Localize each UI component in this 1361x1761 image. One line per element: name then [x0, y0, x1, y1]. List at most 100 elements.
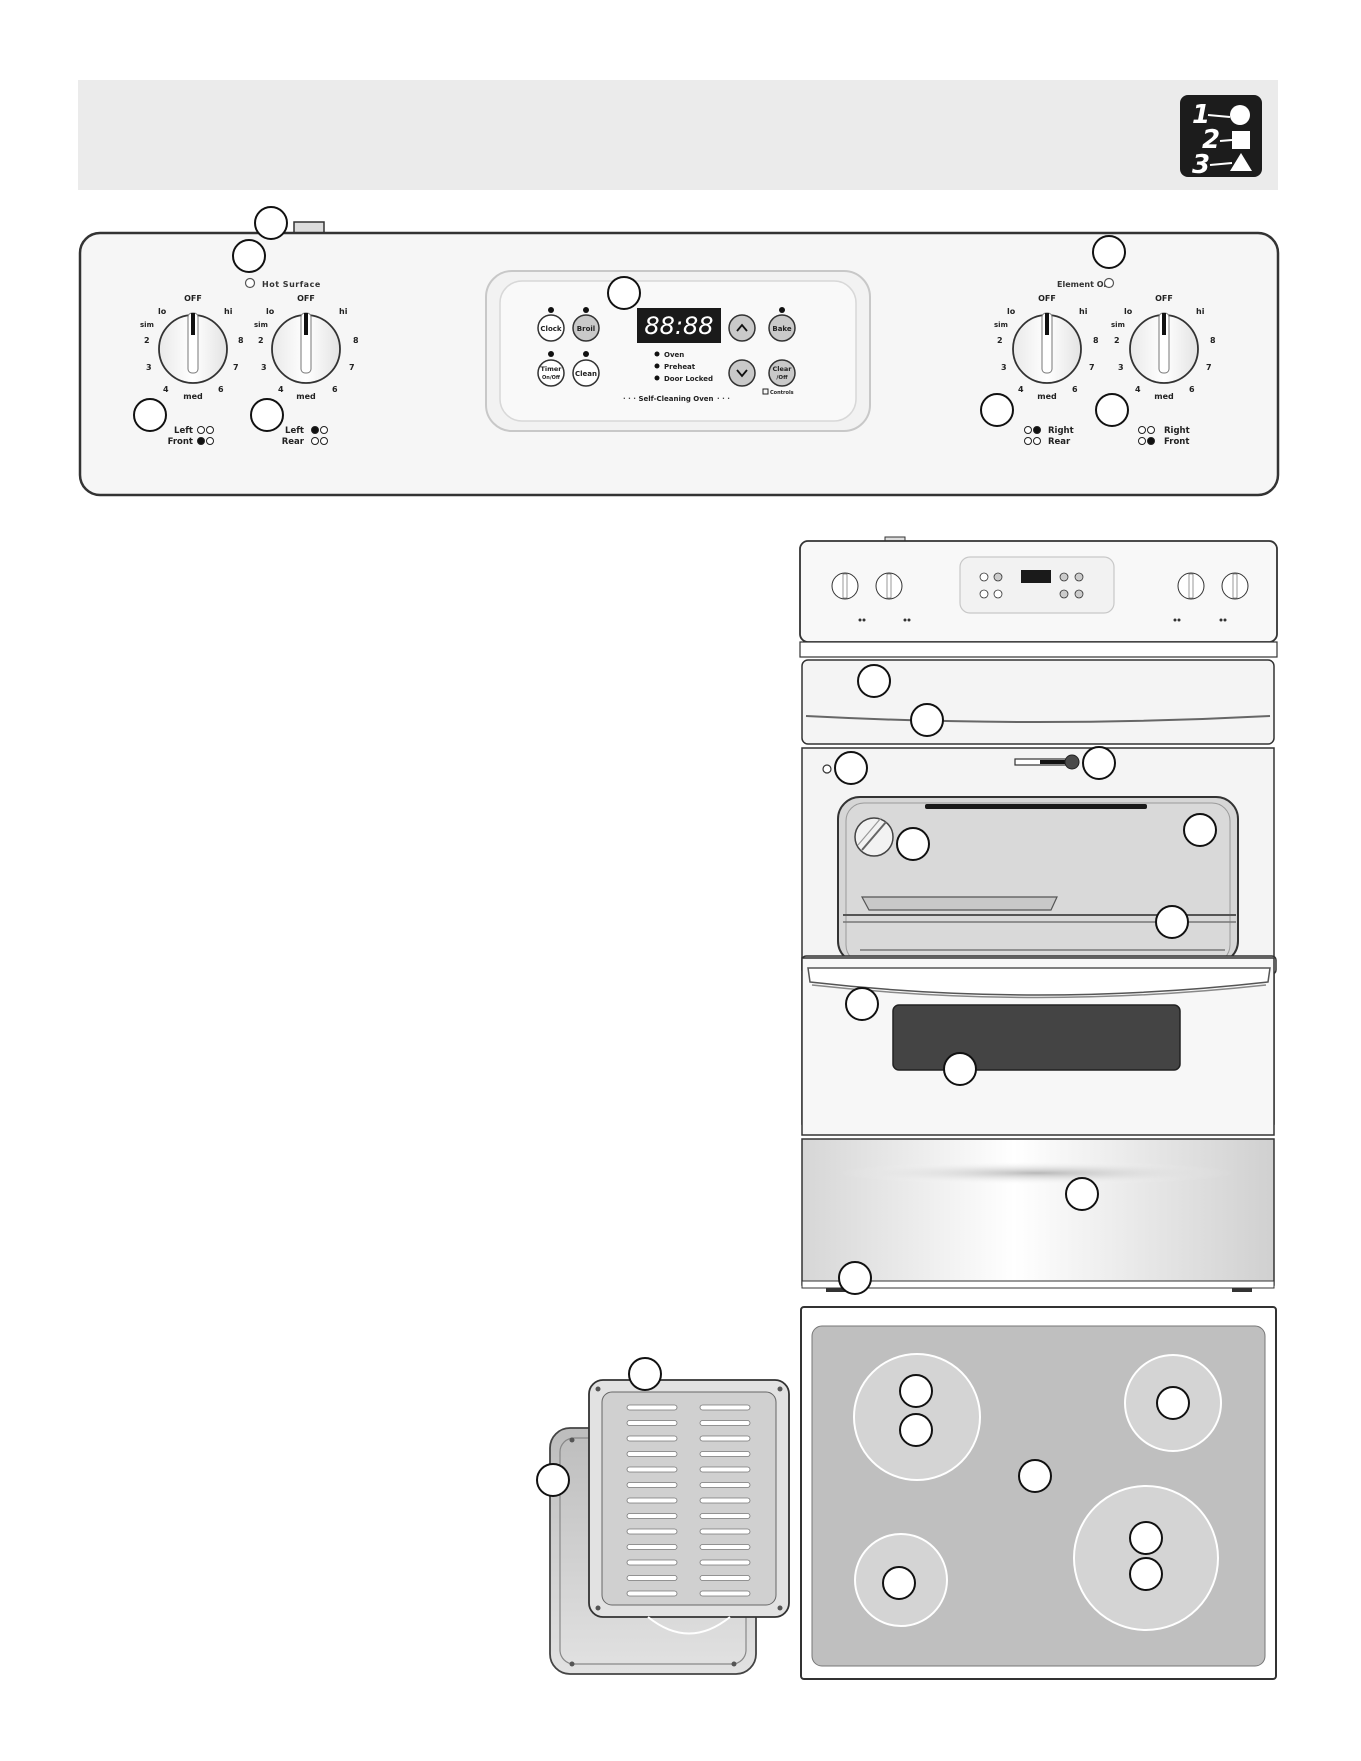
svg-text:Controls: Controls — [770, 390, 794, 396]
svg-text:OFF: OFF — [184, 294, 202, 303]
control-panel: Hot Surface Element On OFF lo hi sim 2 8… — [78, 221, 1280, 497]
broil-pan-slot — [626, 1466, 678, 1473]
broil-pan-slot — [699, 1466, 751, 1473]
callout-circle — [980, 393, 1014, 427]
svg-text:4: 4 — [278, 385, 284, 394]
broil-pan-slot — [699, 1544, 751, 1550]
broil-pan-slot — [626, 1559, 678, 1566]
svg-text:Timer: Timer — [540, 365, 562, 373]
svg-text:Right: Right — [1164, 426, 1190, 436]
callout-circle — [1065, 1177, 1099, 1211]
callout-circle — [1095, 393, 1129, 427]
svg-text:hi: hi — [339, 307, 348, 316]
knob-left-rear[interactable]: OFF lo hi sim 2 8 3 7 4 6 med — [254, 294, 359, 401]
callout-circle — [882, 1566, 916, 1600]
callout-circle — [1082, 746, 1116, 780]
up-arrow-button[interactable] — [728, 314, 756, 342]
callout-circle — [857, 664, 891, 698]
svg-text:Clock: Clock — [540, 325, 561, 333]
broil-pan-slot — [626, 1528, 678, 1535]
callout-circle — [1092, 235, 1126, 269]
svg-text:6: 6 — [1189, 385, 1195, 394]
broil-pan-slot — [626, 1404, 678, 1411]
svg-text:sim: sim — [140, 321, 154, 329]
svg-text:2: 2 — [1114, 336, 1120, 345]
broil-pan-slot — [626, 1544, 678, 1550]
svg-text:7: 7 — [1089, 363, 1095, 372]
mini-knobs — [831, 572, 1249, 622]
knob-label-right-rear: Right Rear — [1024, 426, 1074, 447]
callouts — [133, 206, 1217, 1600]
svg-text:7: 7 — [1206, 363, 1212, 372]
knob-label-left-front: Left Front — [168, 426, 214, 447]
callout-circle — [1129, 1557, 1163, 1591]
broil-pan-slot — [699, 1420, 751, 1426]
element-on-light — [1103, 277, 1115, 289]
clean-button[interactable] — [572, 359, 600, 387]
svg-text:Rear: Rear — [1048, 437, 1071, 447]
broil-pan-slot — [626, 1575, 678, 1581]
svg-text:OFF: OFF — [297, 294, 315, 303]
range-front-view — [799, 536, 1278, 1292]
callout-circle — [943, 1052, 977, 1086]
callout-circle — [1155, 905, 1189, 939]
svg-text:6: 6 — [332, 385, 338, 394]
chevron-down-icon — [736, 369, 748, 378]
bake-button[interactable] — [768, 314, 796, 342]
lock-icon — [762, 388, 769, 395]
broil-pan-slot — [626, 1420, 678, 1426]
callout-circle — [250, 398, 284, 432]
svg-text:1: 1 — [1192, 100, 1210, 130]
svg-text:8: 8 — [353, 336, 359, 345]
broil-pan-slot — [626, 1497, 678, 1504]
svg-text:Left: Left — [285, 426, 304, 436]
callout-circle — [834, 751, 868, 785]
broil-pan-slot — [699, 1559, 751, 1566]
svg-text:8: 8 — [238, 336, 244, 345]
knob-right-front[interactable]: OFF lo hi sim 2 8 3 7 4 6 med — [1111, 294, 1216, 401]
timer-button[interactable] — [537, 359, 565, 387]
clear-off-button[interactable] — [768, 359, 796, 387]
svg-text:hi: hi — [224, 307, 233, 316]
svg-text:3: 3 — [1001, 363, 1007, 372]
svg-text:8: 8 — [1093, 336, 1099, 345]
broil-pan-slot — [626, 1435, 678, 1442]
svg-text:med: med — [1154, 392, 1174, 401]
svg-text:Bake: Bake — [772, 325, 792, 333]
callout-circle — [910, 703, 944, 737]
svg-text:med: med — [296, 392, 316, 401]
header-band — [78, 80, 1278, 190]
broil-pan-slot — [699, 1590, 751, 1597]
callout-circle — [896, 827, 930, 861]
steps-icon: 1 2 3 — [1180, 95, 1262, 180]
svg-text:On/Off: On/Off — [542, 375, 561, 381]
hot-surface-label: Hot Surface — [262, 280, 321, 289]
broil-pan — [549, 1379, 790, 1675]
oven-window — [892, 1004, 1181, 1071]
svg-text:7: 7 — [233, 363, 239, 372]
svg-text:4: 4 — [1018, 385, 1024, 394]
callout-circle — [232, 239, 266, 273]
svg-text:sim: sim — [254, 321, 268, 329]
svg-text:6: 6 — [1072, 385, 1078, 394]
broil-pan-slot — [626, 1451, 678, 1457]
broil-pan-slot — [699, 1451, 751, 1457]
broil-pan-slots — [626, 1404, 751, 1597]
callout-circle — [1156, 1386, 1190, 1420]
broil-pan-slot — [699, 1528, 751, 1535]
svg-text:sim: sim — [1111, 321, 1125, 329]
broil-button[interactable] — [572, 314, 600, 342]
svg-text:OFF: OFF — [1155, 294, 1173, 303]
storage-drawer — [801, 1138, 1275, 1286]
callout-circle — [1129, 1521, 1163, 1555]
display-text: 88:88 — [644, 312, 713, 340]
svg-text:6: 6 — [218, 385, 224, 394]
broil-pan-slot — [626, 1513, 678, 1519]
knob-right-rear[interactable]: OFF lo hi sim 2 8 3 7 4 6 med — [994, 294, 1099, 401]
clock-button[interactable] — [537, 314, 565, 342]
callout-circle — [536, 1463, 570, 1497]
svg-text:med: med — [1037, 392, 1057, 401]
knob-left-front[interactable]: OFF lo hi sim 2 8 3 7 4 6 med — [140, 294, 244, 401]
down-arrow-button[interactable] — [728, 359, 756, 387]
